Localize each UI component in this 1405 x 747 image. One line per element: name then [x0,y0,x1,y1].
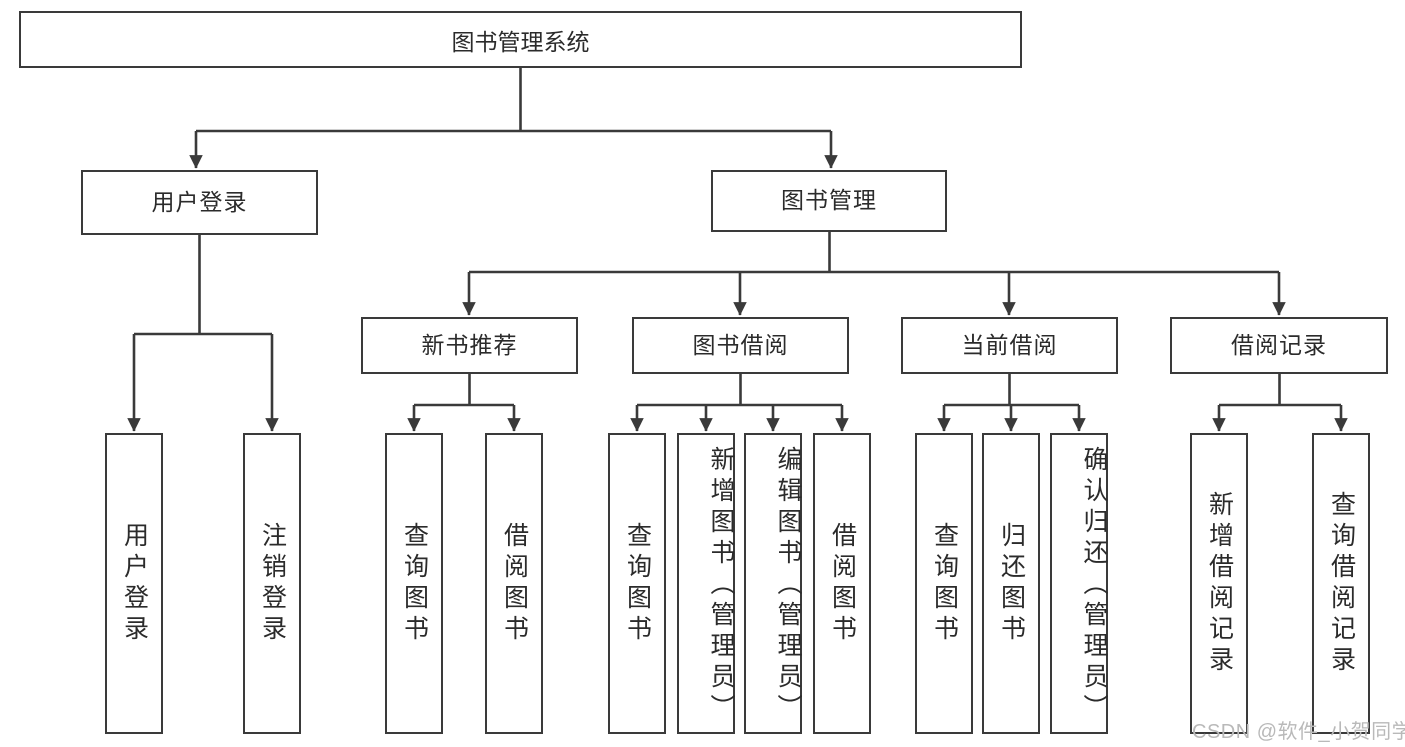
node-label: 借阅图书 [828,521,857,646]
leaf-query-book-recommend[interactable]: 查询图书 [385,433,443,734]
leaf-borrow-book[interactable]: 借阅图书 [813,433,871,734]
node-label: 编辑图书（管理员） [774,446,802,725]
csdn-watermark: CSDN @软件_小贺同学 [1192,721,1405,743]
node-label: 借阅记录 [1231,331,1327,358]
node-label: 查询借阅记录 [1327,490,1356,677]
node-borrow-record[interactable]: 借阅记录 [1170,317,1388,374]
node-label: 用户登录 [120,521,149,646]
node-book-management[interactable]: 图书管理 [711,170,947,232]
node-label: 图书管理 [781,187,877,214]
leaf-confirm-return-admin[interactable]: 确认归还（管理员） [1050,433,1108,734]
node-book-borrow[interactable]: 图书借阅 [632,317,849,374]
node-label: 新增借阅记录 [1205,490,1234,677]
node-label: 查询图书 [400,521,429,646]
leaf-user-login[interactable]: 用户登录 [105,433,163,734]
node-label: 注销登录 [258,521,287,646]
leaf-add-borrow-record[interactable]: 新增借阅记录 [1190,433,1248,734]
leaf-logout[interactable]: 注销登录 [243,433,301,734]
node-label: 当前借阅 [961,331,1058,358]
node-current-borrow[interactable]: 当前借阅 [901,317,1118,374]
node-label: 查询图书 [930,521,959,646]
node-label: 新书推荐 [421,331,518,358]
leaf-edit-book-admin[interactable]: 编辑图书（管理员） [744,433,802,734]
node-user-login[interactable]: 用户登录 [81,170,318,235]
node-new-book-recommend[interactable]: 新书推荐 [361,317,578,374]
leaf-borrow-book-recommend[interactable]: 借阅图书 [485,433,543,734]
node-label: 新增图书（管理员） [707,446,735,725]
leaf-query-borrow-record[interactable]: 查询借阅记录 [1312,433,1370,734]
node-label: 图书借阅 [692,331,789,358]
node-label: 图书管理系统 [451,28,590,55]
leaf-return-book[interactable]: 归还图书 [982,433,1040,734]
node-root-system[interactable]: 图书管理系统 [19,11,1022,68]
leaf-query-book-borrow[interactable]: 查询图书 [608,433,666,734]
node-label: 借阅图书 [500,521,529,646]
node-label: 查询图书 [623,521,652,646]
node-label: 归还图书 [997,521,1026,646]
node-label: 用户登录 [151,188,248,215]
node-label: 确认归还（管理员） [1080,446,1108,725]
leaf-query-book-current[interactable]: 查询图书 [915,433,973,734]
leaf-add-book-admin[interactable]: 新增图书（管理员） [677,433,735,734]
